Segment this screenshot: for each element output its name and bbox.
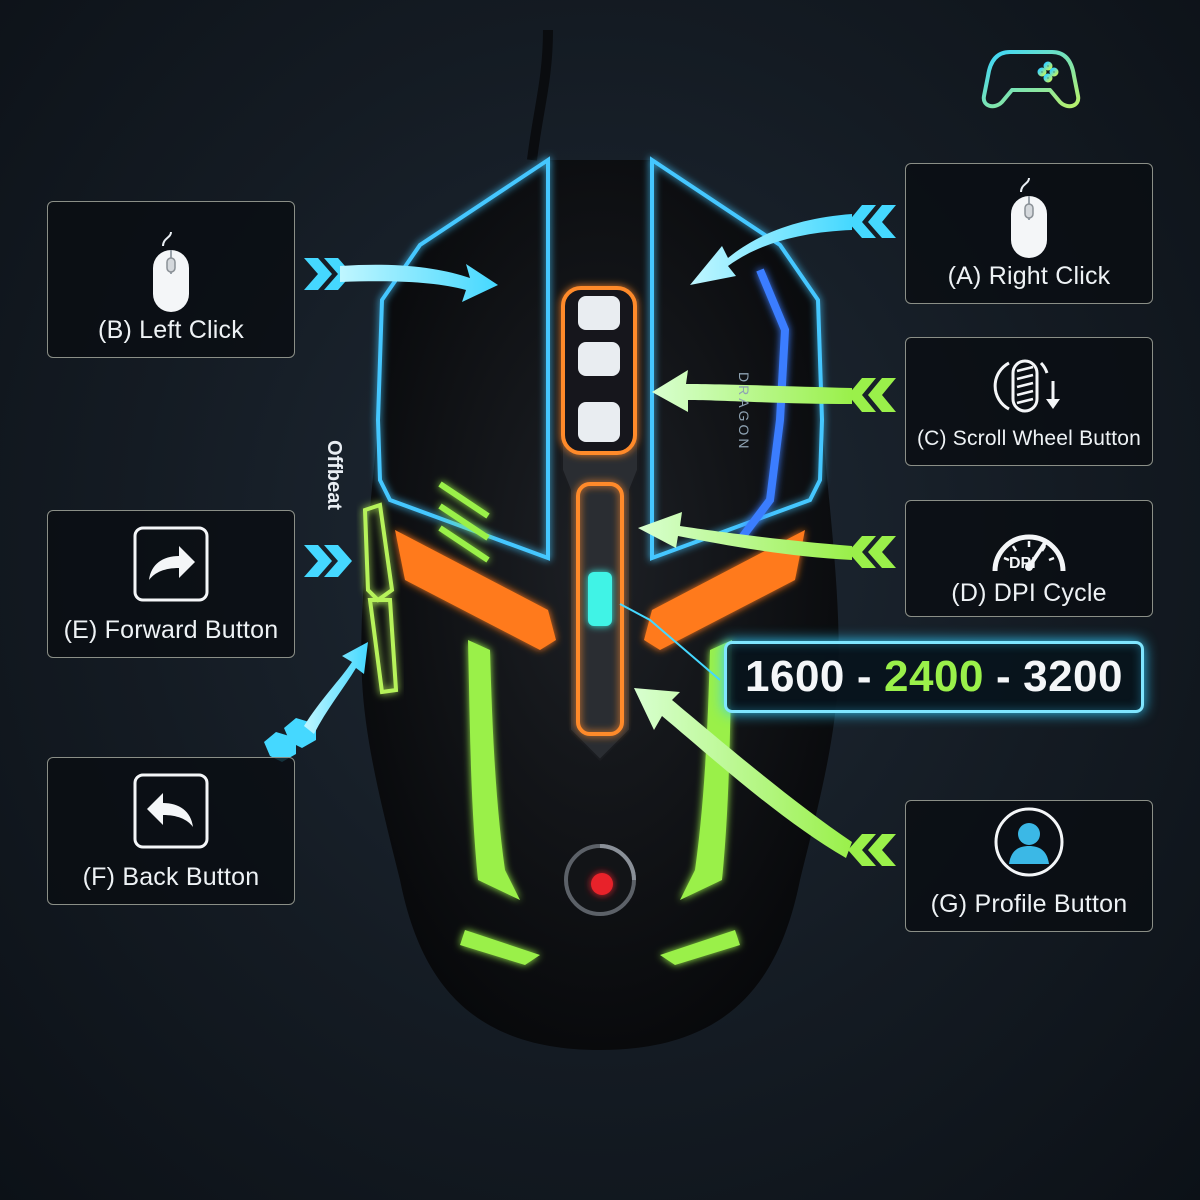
profile-button-arrow xyxy=(634,688,896,866)
dpi-led xyxy=(588,572,612,626)
callout-label: (B) Left Click xyxy=(98,316,244,344)
dpi-gauge-icon: DPI xyxy=(987,515,1071,575)
profile-icon xyxy=(993,806,1065,878)
scroll-wheel-ridge-2 xyxy=(578,342,620,376)
back-button-arrow xyxy=(264,642,368,762)
right-orange-band xyxy=(644,530,805,650)
brand-side-text: DRAGON xyxy=(736,372,752,452)
profile-button-led xyxy=(591,873,613,895)
right-lower-light xyxy=(660,930,740,965)
right-click-arrow xyxy=(690,205,896,285)
left-orange-band xyxy=(395,530,556,650)
dpi-button-slot xyxy=(576,482,624,736)
dpi-separator: - xyxy=(856,652,873,701)
vent-stripes xyxy=(438,481,490,563)
scroll-wheel-ridge-1 xyxy=(578,296,620,330)
right-green-light xyxy=(680,640,732,900)
callout-label: (F) Back Button xyxy=(82,863,260,891)
callout-profile-button: (G) Profile Button xyxy=(905,800,1153,932)
callout-label: (C) Scroll Wheel Button xyxy=(916,427,1141,450)
back-arrow-icon xyxy=(133,773,209,849)
dpi-level-mid: 2400 xyxy=(884,652,984,701)
dpi-leader-line xyxy=(619,603,721,681)
dpi-levels-readout: 1600 - 2400 - 3200 xyxy=(724,641,1144,713)
dpi-level-low: 1600 xyxy=(745,652,845,701)
left-green-light xyxy=(468,640,520,900)
brand-logo: Offbeat xyxy=(323,440,345,510)
callout-label: (G) Profile Button xyxy=(930,890,1128,918)
right-side-stripe xyxy=(736,268,790,543)
forward-button-arrow xyxy=(304,545,352,577)
callout-right-click: (A) Right Click xyxy=(905,163,1153,304)
dpi-separator: - xyxy=(995,652,1012,701)
mouse-icon xyxy=(147,230,195,316)
scroll-wheel-ridge-3 xyxy=(578,402,620,442)
callout-scroll-wheel: (C) Scroll Wheel Button xyxy=(905,337,1153,466)
left-lower-light xyxy=(460,930,540,965)
scroll-wheel-arrow xyxy=(652,370,896,412)
callout-label: (E) Forward Button xyxy=(63,616,279,644)
left-button-outline xyxy=(375,156,550,561)
callout-left-click: (B) Left Click xyxy=(47,201,295,358)
back-side-button xyxy=(367,598,399,695)
callout-label: (A) Right Click xyxy=(947,262,1111,290)
left-click-arrow xyxy=(304,258,498,302)
gamepad-icon xyxy=(981,50,1081,109)
callout-forward-button: (E) Forward Button xyxy=(47,510,295,658)
scroll-wheel-icon xyxy=(993,355,1065,417)
dpi-level-high: 3200 xyxy=(1023,652,1123,701)
mouse-icon xyxy=(1005,176,1053,262)
forward-side-button xyxy=(362,502,395,603)
forward-arrow-icon xyxy=(133,526,209,602)
dpi-icon-text: DPI xyxy=(1009,555,1036,572)
callout-dpi-cycle: DPI (D) DPI Cycle xyxy=(905,500,1153,617)
dpi-cycle-arrow xyxy=(638,512,896,568)
callout-back-button: (F) Back Button xyxy=(47,757,295,905)
mouse-cable xyxy=(527,29,553,161)
right-button-outline xyxy=(650,156,825,561)
callout-label: (D) DPI Cycle xyxy=(951,579,1107,607)
